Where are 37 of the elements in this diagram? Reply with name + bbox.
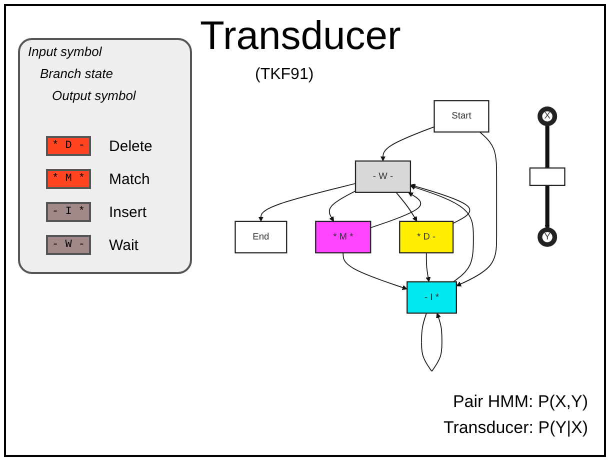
node-box: Start — [434, 100, 490, 133]
connector — [545, 124, 550, 168]
arrow — [421, 312, 442, 372]
node-circle: Y — [538, 227, 558, 247]
node-box: End — [234, 220, 288, 254]
state-sample: * M * — [46, 169, 92, 189]
arrow — [328, 190, 356, 222]
state-sample: - I * — [46, 202, 92, 222]
annotation: Input symbol — [28, 44, 102, 59]
arrow — [410, 184, 470, 224]
arrow — [380, 126, 435, 162]
node-box: * M * — [315, 220, 372, 254]
formula-note: Transducer: P(Y|X) — [443, 418, 588, 438]
legend-label: Delete — [109, 138, 152, 154]
arrow — [410, 184, 474, 282]
arrow — [258, 183, 356, 222]
node-circle: X — [538, 106, 558, 126]
legend-label: Match — [109, 170, 150, 188]
arrow — [342, 252, 408, 290]
arrow — [544, 185, 550, 230]
annotation: Branch state — [40, 66, 113, 81]
arrow — [426, 252, 431, 282]
formula-note: Pair HMM: P(X,Y) — [452, 392, 588, 412]
arrow — [396, 192, 418, 222]
node-box — [529, 167, 566, 186]
node-box: - I * — [406, 281, 457, 314]
state-sample: - W - — [46, 235, 92, 255]
arrow — [456, 132, 498, 286]
node-box: - W - — [354, 160, 412, 193]
arrow — [370, 192, 422, 228]
state-sample: * D - — [46, 136, 92, 156]
legend-label: Insert — [109, 204, 147, 220]
subtitle: (TKF91) — [255, 66, 314, 84]
title: Transducer — [200, 14, 401, 59]
node-box: * D - — [399, 220, 454, 254]
annotation: Output symbol — [52, 88, 136, 103]
legend-label: Wait — [109, 236, 138, 254]
